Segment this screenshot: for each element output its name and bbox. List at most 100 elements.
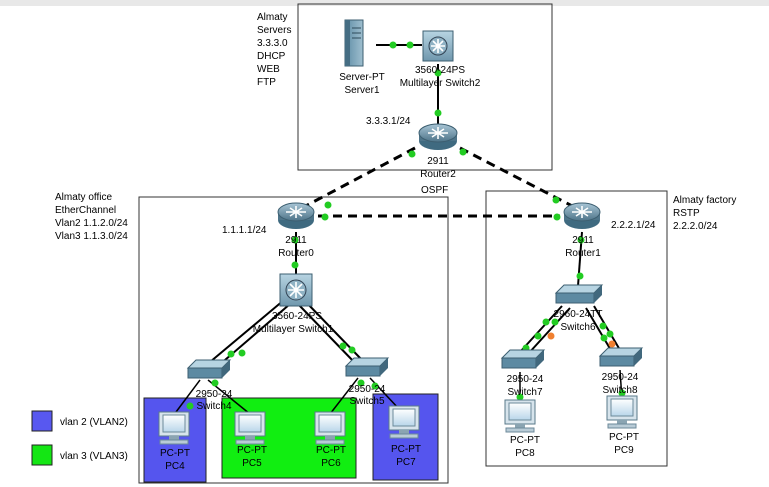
pc7-icon[interactable] xyxy=(388,405,420,439)
router1-model-label: 2911 xyxy=(572,235,594,246)
pc4-model-label: PC-PT xyxy=(160,448,190,459)
port-led xyxy=(406,41,414,49)
pc5-icon[interactable] xyxy=(234,411,266,445)
port-led xyxy=(348,346,356,354)
router0-name-label: Router0 xyxy=(278,248,314,259)
note-line: FTP xyxy=(257,77,276,88)
note-line: Almaty office xyxy=(55,192,112,203)
router0-model-label: 2911 xyxy=(285,235,307,246)
mls1-model-label: 3560-24PS xyxy=(272,311,322,322)
link-status-dots xyxy=(186,41,626,410)
port-led xyxy=(552,196,560,204)
link-mls1-switch5-b xyxy=(297,303,357,365)
note-line: 3.3.3.0 xyxy=(257,38,288,49)
mls2-model-label: 3560-24PS xyxy=(415,65,465,76)
switch5-model-label: 2950-24 xyxy=(349,384,386,395)
switch8-icon[interactable] xyxy=(598,347,644,367)
ospf-label: OSPF xyxy=(421,185,448,196)
legend-swatch-vlan2 xyxy=(31,410,53,432)
pc9-name-label: PC9 xyxy=(614,445,634,456)
device-labels: Server-PT Server1 3560-24PS Multilayer S… xyxy=(160,65,639,472)
note-line: Vlan2 1.1.2.0/24 xyxy=(55,218,128,229)
switch4-icon[interactable] xyxy=(186,359,232,379)
note-line: EtherChannel xyxy=(55,205,116,216)
port-led xyxy=(600,334,608,342)
server1-model-label: Server-PT xyxy=(339,72,385,83)
pc8-model-label: PC-PT xyxy=(510,435,540,446)
port-led xyxy=(186,402,194,410)
switch6-icon[interactable] xyxy=(554,284,604,304)
port-led xyxy=(339,342,347,350)
port-led-blocking xyxy=(547,332,555,340)
note-line: DHCP xyxy=(257,51,286,62)
pc4-icon[interactable] xyxy=(158,411,190,445)
note-line: Servers xyxy=(257,25,291,36)
switch7-icon[interactable] xyxy=(500,349,546,369)
pc6-model-label: PC-PT xyxy=(316,445,346,456)
pc5-name-label: PC5 xyxy=(242,458,262,469)
servers-area-box xyxy=(297,3,553,171)
pc6-icon[interactable] xyxy=(314,411,346,445)
router2-ip-label: 3.3.3.1/24 xyxy=(366,116,411,127)
switch4-model-label: 2950-24 xyxy=(196,389,233,400)
port-led xyxy=(371,382,379,390)
link-router2-router0 xyxy=(297,146,416,212)
link-switch5-pc6 xyxy=(329,377,359,415)
port-led xyxy=(618,389,626,397)
port-led xyxy=(408,150,416,158)
note-line: WEB xyxy=(257,64,280,75)
office-area-box xyxy=(138,196,449,484)
port-led xyxy=(389,41,397,49)
blocked-port-dots xyxy=(547,332,616,348)
port-led xyxy=(211,379,219,387)
port-led xyxy=(577,236,585,244)
note-line: Almaty xyxy=(257,12,288,23)
pc6-name-label: PC6 xyxy=(321,458,341,469)
port-led xyxy=(434,69,442,77)
pc9-icon[interactable] xyxy=(606,395,638,429)
note-line: 2.2.2.0/24 xyxy=(673,221,718,232)
switch7-name-label: Switch7 xyxy=(507,387,542,398)
multilayer-switch2-icon[interactable] xyxy=(422,30,454,62)
factory-area-box xyxy=(485,190,668,467)
link-switch6-switch8-a xyxy=(593,305,621,351)
legend-label-vlan3: vlan 3 (VLAN3) xyxy=(60,451,128,462)
pc8-icon[interactable] xyxy=(504,399,536,433)
switch7-model-label: 2950-24 xyxy=(507,374,544,385)
pc8-name-label: PC8 xyxy=(515,448,535,459)
port-led xyxy=(238,349,246,357)
pc7-model-label: PC-PT xyxy=(391,444,421,455)
switch8-model-label: 2950-24 xyxy=(602,372,639,383)
office-area-note: Almaty office EtherChannel Vlan2 1.1.2.0… xyxy=(55,192,128,242)
router2-name-label: Router2 xyxy=(420,169,456,180)
server1-icon[interactable] xyxy=(344,19,364,67)
note-line: Almaty factory xyxy=(673,195,736,206)
switch5-icon[interactable] xyxy=(344,357,390,377)
port-led xyxy=(534,332,542,340)
router0-icon[interactable] xyxy=(277,202,315,229)
multilayer-switch1-icon[interactable] xyxy=(279,273,313,307)
port-led xyxy=(551,318,559,326)
switch8-name-label: Switch8 xyxy=(602,385,637,396)
port-led-blocking xyxy=(608,340,616,348)
port-led xyxy=(542,318,550,326)
port-led xyxy=(324,201,332,209)
factory-area-note: Almaty factory RSTP 2.2.2.0/24 xyxy=(673,195,736,232)
router0-ip-label: 1.1.1.1/24 xyxy=(222,225,267,236)
mls2-name-label: Multilayer Switch2 xyxy=(400,78,481,89)
link-switch6-switch8-b xyxy=(585,307,613,353)
switch5-name-label: Switch5 xyxy=(349,396,384,407)
port-led xyxy=(553,213,561,221)
port-led xyxy=(321,213,329,221)
router2-icon[interactable] xyxy=(418,123,458,150)
pc5-model-label: PC-PT xyxy=(237,445,267,456)
router1-icon[interactable] xyxy=(563,202,601,229)
switch4-name-label: Switch4 xyxy=(196,401,231,412)
switch6-name-label: Switch6 xyxy=(560,322,595,333)
switch6-model-label: 2960-24TT xyxy=(554,309,603,320)
port-led xyxy=(576,272,584,280)
pc7-name-label: PC7 xyxy=(396,457,416,468)
router1-ip-label: 2.2.2.1/24 xyxy=(611,220,656,231)
server1-name-label: Server1 xyxy=(344,85,379,96)
